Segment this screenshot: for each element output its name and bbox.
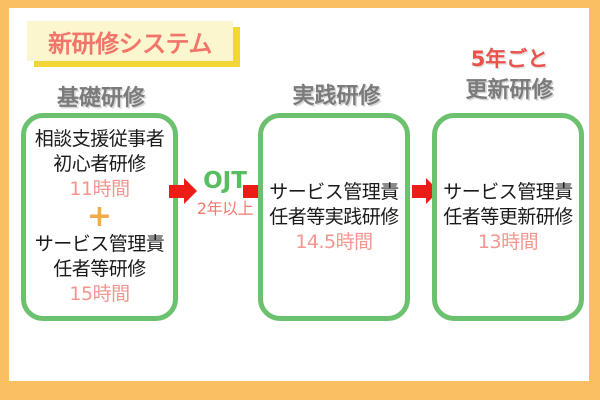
- basic-entry2-line2: 任者等研修: [53, 258, 146, 281]
- arrow3-shaft: [412, 185, 426, 198]
- column-subheader-renewal: 5年ごと: [470, 47, 549, 71]
- practical-line2: 任者等実践研修: [269, 206, 399, 229]
- plus-connector-icon: +: [86, 199, 113, 235]
- basic-entry1-line1: 相談支援従事者: [34, 128, 165, 150]
- box-basic-content: 相談支援従事者 初心者研修 11時間 + サービス管理責 任者等研修 15時間: [26, 127, 173, 307]
- practical-hours: 14.5時間: [295, 231, 373, 254]
- basic-entry2-hours: 15時間: [69, 283, 130, 306]
- title-banner: [27, 21, 233, 61]
- diagram-inner-area: 新研修システム 基礎研修 実践研修 5年ごと 更新研修 相談支援従事者 初心者研…: [9, 8, 589, 381]
- column-header-practical: 実践研修: [292, 84, 381, 109]
- box-renewal-content: サービス管理責 任者等更新研修 13時間: [437, 180, 579, 255]
- box-renewal-training: サービス管理責 任者等更新研修 13時間: [432, 113, 584, 321]
- ojt-label: OJT: [203, 168, 247, 194]
- basic-entry1-line2: 初心者研修: [53, 153, 146, 176]
- box-practical-content: サービス管理責 任者等実践研修 14.5時間: [263, 180, 405, 255]
- box-practical-training: サービス管理責 任者等実践研修 14.5時間: [258, 113, 410, 321]
- practical-line1: サービス管理責: [269, 181, 399, 203]
- column-header-basic: 基礎研修: [56, 86, 145, 111]
- arrow2-shaft: [243, 185, 258, 198]
- renewal-hours: 13時間: [477, 231, 539, 254]
- box-basic-training: 相談支援従事者 初心者研修 11時間 + サービス管理責 任者等研修 15時間: [21, 113, 178, 321]
- column-header-renewal: 更新研修: [465, 78, 554, 103]
- renewal-line1: サービス管理責: [443, 181, 573, 203]
- basic-entry1-hours: 11時間: [69, 178, 130, 201]
- title-text: 新研修システム: [48, 29, 212, 58]
- renewal-line2: 任者等更新研修: [443, 206, 573, 229]
- arrow1-shaft: [169, 185, 184, 198]
- arrow1-head: [184, 178, 197, 204]
- ojt-duration: 2年以上: [196, 199, 254, 218]
- basic-entry2-line1: サービス管理責: [34, 233, 165, 256]
